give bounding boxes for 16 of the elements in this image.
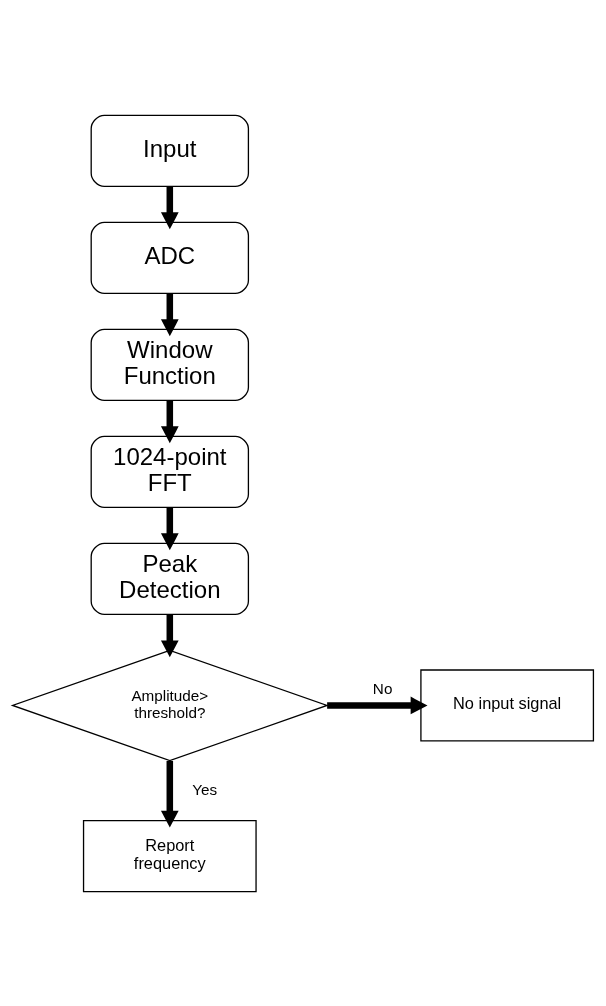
arrow <box>160 507 179 550</box>
node-box: 1024-point FFT <box>90 435 250 508</box>
arrow <box>160 400 179 443</box>
node-box: Report frequency <box>82 819 257 892</box>
node-box: No input signal <box>420 668 595 742</box>
node-diamond: Amplitude> threshold? <box>10 649 329 761</box>
edge-label: No <box>372 679 393 697</box>
node-box: ADC <box>90 221 250 294</box>
node-box: Peak Detection <box>90 542 250 615</box>
node-box: Input <box>90 114 250 187</box>
edge-label: Yes <box>192 780 218 798</box>
node-box: Window Function <box>90 328 250 401</box>
arrow <box>160 614 179 657</box>
arrow <box>160 293 179 336</box>
arrow <box>160 186 179 229</box>
arrow <box>160 760 179 827</box>
